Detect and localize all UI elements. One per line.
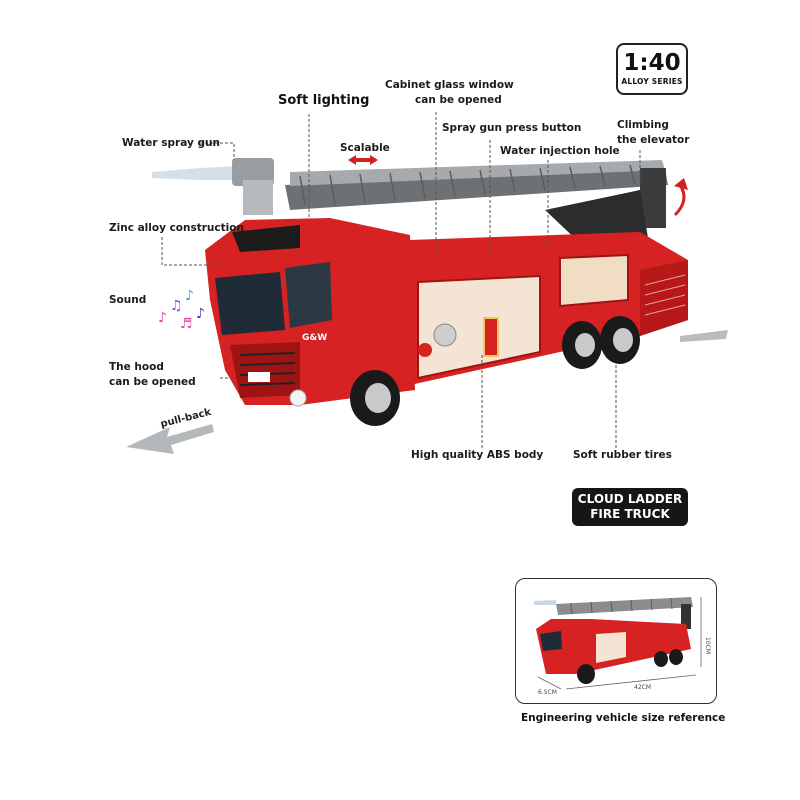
label-water-injection: Water injection hole (500, 145, 620, 157)
climbing-arrow-icon (673, 184, 686, 217)
label-sound: Sound (109, 294, 147, 306)
dim-height: 10CM (704, 637, 711, 654)
wheel-rear-2 (600, 316, 640, 364)
size-reference-truck: 10CM 42CM 6.5CM (534, 597, 711, 696)
wheel-front (350, 370, 400, 426)
scalable-arrow-icon (348, 155, 378, 165)
label-water-spray-gun: Water spray gun (122, 137, 220, 149)
scale-ratio: 1:40 (623, 50, 681, 76)
svg-text:♬: ♬ (180, 316, 193, 332)
label-rubber-tires: Soft rubber tires (573, 449, 672, 461)
scale-series: ALLOY SERIES (621, 77, 683, 86)
forward-arrow (680, 330, 728, 342)
label-cabinet: Cabinet glass window can be opened (385, 79, 514, 106)
wheel-rear-1 (562, 321, 602, 369)
size-reference-box: 10CM 42CM 6.5CM (515, 578, 717, 704)
product-name-badge: CLOUD LADDER FIRE TRUCK (572, 488, 688, 526)
spray-gun (152, 158, 274, 215)
label-climbing: Climbing the elevator (617, 119, 690, 146)
cabinet-window (417, 274, 541, 380)
svg-text:♪: ♪ (185, 288, 194, 304)
label-abs-body: High quality ABS body (411, 449, 544, 461)
cab-logo: G&W (302, 333, 327, 343)
pull-back-arrow (126, 424, 214, 454)
label-zinc-alloy: Zinc alloy construction (109, 222, 244, 234)
product-name-line2: FIRE TRUCK (590, 507, 670, 521)
ladder (285, 160, 668, 262)
dim-length: 42CM (634, 684, 651, 691)
sound-notes-icon: ♪ ♫ ♪ ♬ ♪ (158, 288, 205, 332)
label-scalable: Scalable (340, 142, 390, 154)
svg-text:♫: ♫ (170, 298, 183, 314)
label-hood: The hood can be opened (109, 361, 196, 388)
label-spray-button: Spray gun press button (442, 122, 582, 134)
size-reference-caption: Engineering vehicle size reference (521, 712, 726, 724)
product-name-line1: CLOUD LADDER (577, 492, 683, 506)
dim-width: 6.5CM (538, 689, 557, 696)
leader-lines (161, 112, 641, 448)
svg-text:♪: ♪ (158, 310, 167, 326)
svg-text:♪: ♪ (196, 306, 205, 322)
scale-badge: 1:40 ALLOY SERIES (616, 43, 688, 95)
label-soft-lighting: Soft lighting (278, 93, 370, 108)
